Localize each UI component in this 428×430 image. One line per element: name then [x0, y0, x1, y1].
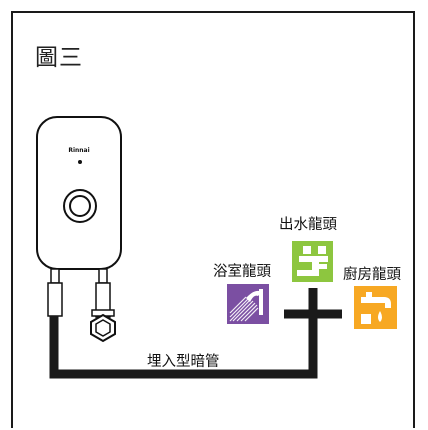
bathroom-tap-label: 浴室龍頭	[213, 264, 271, 280]
main-tap-icon	[292, 241, 333, 282]
indicator-light-icon	[78, 160, 82, 164]
main-tap-label: 出水龍頭	[279, 217, 337, 233]
kitchen-tap-label: 廚房龍頭	[343, 267, 401, 283]
shower-icon	[227, 284, 269, 324]
inlet-connector	[47, 268, 63, 317]
embedded-pipe	[49, 288, 342, 379]
kitchen-faucet-icon	[354, 286, 397, 329]
figure-title: 圖三	[35, 45, 83, 71]
heater-brand-logo: Rinnai	[68, 147, 89, 154]
water-heater: Rinnai	[36, 116, 122, 270]
outlet-valve	[90, 268, 116, 343]
pipe-label: 埋入型暗管	[147, 354, 220, 370]
figure-frame	[11, 11, 415, 428]
